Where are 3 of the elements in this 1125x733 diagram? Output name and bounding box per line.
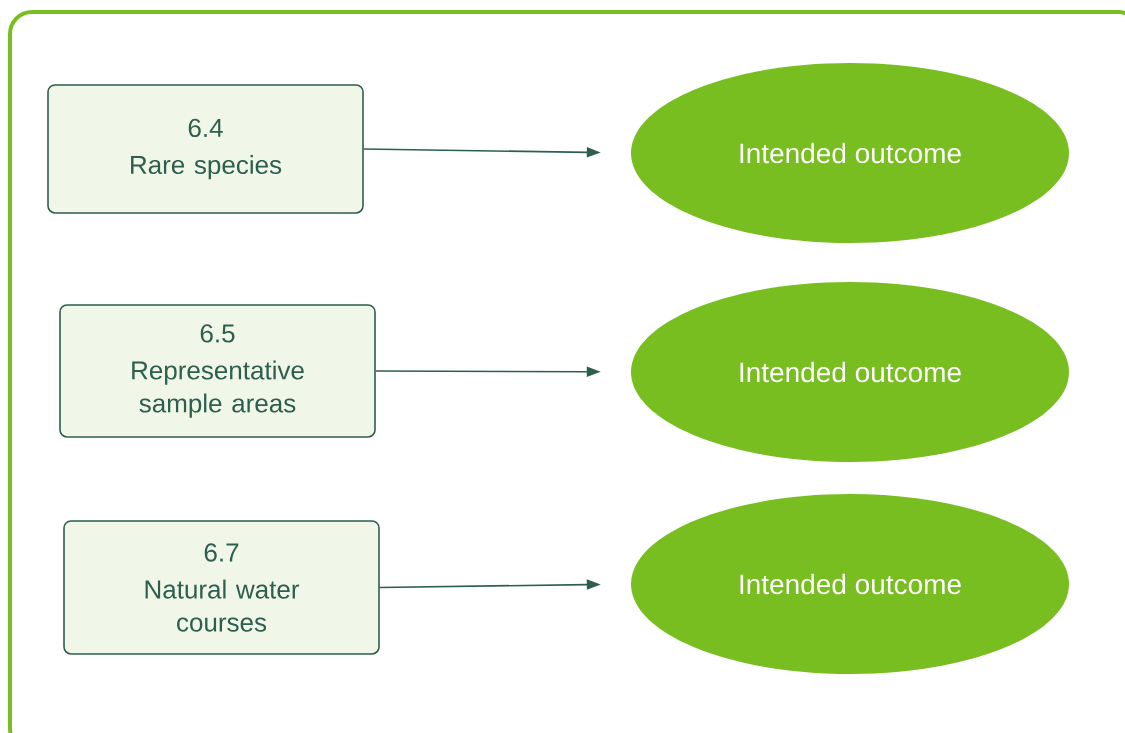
process-box: 6.5 Representative sample areas [59, 304, 376, 438]
process-box: 6.4 Rare species [47, 84, 364, 214]
process-box: 6.7 Natural water courses [63, 520, 380, 655]
